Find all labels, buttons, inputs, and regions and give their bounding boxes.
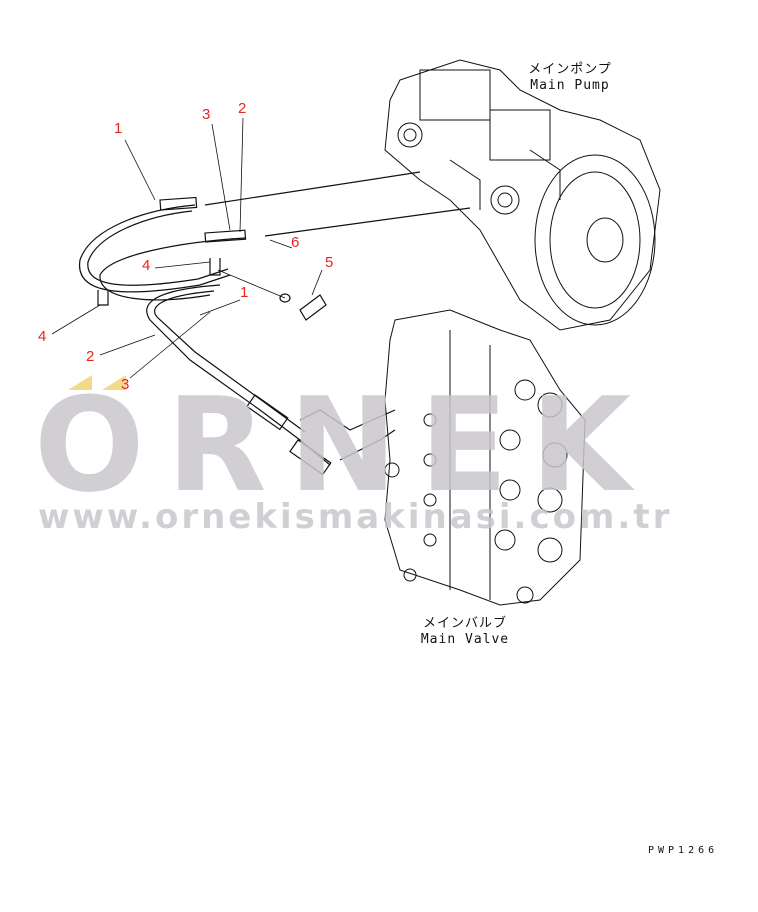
callout-1[interactable]: 1 <box>114 120 123 137</box>
watermark-url: www.ornekismakinasi.com.tr <box>38 497 673 537</box>
callout-3[interactable]: 3 <box>202 106 211 123</box>
main-valve-caption: メインバルブ Main Valve <box>410 616 520 648</box>
watermark-accent <box>68 375 126 390</box>
callout-1[interactable]: 1 <box>240 284 249 301</box>
callout-4[interactable]: 4 <box>38 328 47 345</box>
callout-5[interactable]: 5 <box>325 254 334 271</box>
leader-lines <box>51 117 323 379</box>
main-valve-drawing <box>384 309 586 606</box>
callout-4[interactable]: 4 <box>142 257 151 274</box>
main-pump-caption: メインポンプ Main Pump <box>520 62 620 94</box>
watermark-brand: ORNEK <box>34 369 653 521</box>
callout-2[interactable]: 2 <box>238 100 247 117</box>
hoses <box>78 171 471 476</box>
main-valve-label-jp: メインバルブ <box>422 616 507 631</box>
callout-6[interactable]: 6 <box>291 234 300 251</box>
drawing-code: PWP1266 <box>648 845 719 856</box>
main-valve-label-en: Main Valve <box>420 632 510 647</box>
callout-3[interactable]: 3 <box>121 376 130 393</box>
main-pump-label-en: Main Pump <box>530 78 610 93</box>
main-pump-label-jp: メインポンプ <box>528 62 612 77</box>
callout-2[interactable]: 2 <box>86 348 95 365</box>
main-pump-drawing <box>384 59 661 331</box>
